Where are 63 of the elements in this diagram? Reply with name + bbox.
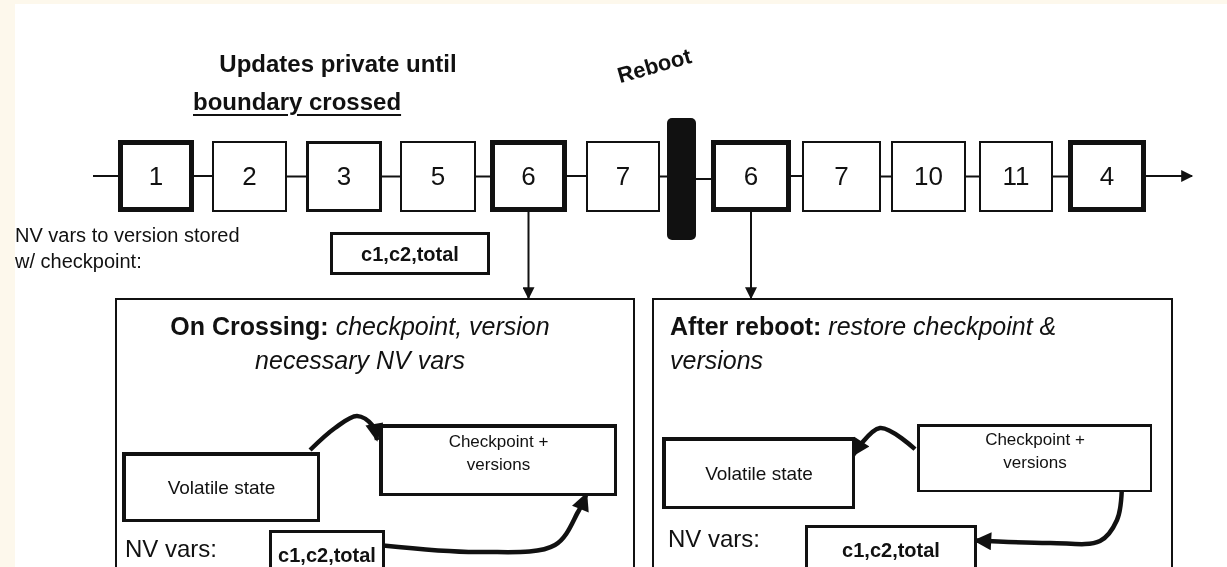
phase-panel bbox=[115, 298, 635, 567]
state-box bbox=[662, 437, 855, 509]
state-box bbox=[379, 424, 617, 496]
connector-line bbox=[92, 175, 119, 177]
step-number: 6 bbox=[743, 161, 759, 191]
connector-line bbox=[566, 175, 587, 177]
connector-line bbox=[880, 175, 892, 178]
step-number: 7 bbox=[834, 162, 849, 191]
arrow bbox=[1145, 170, 1194, 182]
box-label: c1,c2,total bbox=[361, 242, 459, 265]
variable-box bbox=[330, 232, 490, 275]
connector-line bbox=[659, 175, 668, 178]
panel-heading: After reboot: restore checkpoint & versions bbox=[670, 311, 1058, 376]
step-box bbox=[400, 141, 476, 212]
connector-line bbox=[381, 175, 401, 178]
step-number: 10 bbox=[914, 162, 943, 191]
phase-panel bbox=[652, 298, 1173, 567]
variable-box bbox=[269, 530, 385, 567]
reboot-bar bbox=[667, 118, 696, 240]
connector-line bbox=[790, 175, 803, 177]
box-label: c1,c2,total bbox=[842, 537, 940, 563]
connector-line bbox=[475, 175, 491, 178]
box-label: Volatile state bbox=[167, 475, 276, 500]
reboot-label: Reboot bbox=[614, 42, 695, 91]
arrow bbox=[308, 413, 384, 452]
step-number: 6 bbox=[521, 161, 536, 191]
step-box bbox=[118, 140, 194, 212]
step-number: 3 bbox=[336, 162, 352, 191]
box-label: Checkpoint + versions bbox=[447, 430, 550, 476]
variable-box bbox=[805, 525, 977, 567]
step-box bbox=[212, 141, 287, 212]
step-box bbox=[711, 140, 791, 212]
step-box bbox=[802, 141, 881, 212]
state-box bbox=[917, 424, 1152, 492]
note-text: NV vars to version stored w/ checkpoint: bbox=[15, 223, 241, 274]
step-box bbox=[586, 141, 660, 212]
connector-line bbox=[965, 175, 980, 178]
step-number: 7 bbox=[615, 162, 631, 191]
arrow bbox=[745, 211, 757, 300]
box-label: Volatile state bbox=[705, 461, 813, 486]
box-label: c1,c2,total bbox=[278, 542, 376, 567]
step-number: 11 bbox=[1002, 162, 1030, 191]
step-box bbox=[891, 141, 966, 212]
arrow bbox=[522, 211, 535, 300]
heading-text: boundary crossed bbox=[193, 87, 402, 117]
step-box bbox=[979, 141, 1053, 212]
connector-line bbox=[286, 175, 307, 178]
field-label: NV vars: bbox=[668, 524, 760, 554]
panel-heading: On Crossing: checkpoint, version necessary NV vars bbox=[169, 311, 551, 376]
connector-line bbox=[1052, 175, 1069, 178]
step-number: 1 bbox=[148, 161, 164, 191]
step-number: 4 bbox=[1099, 161, 1115, 191]
connector-line bbox=[695, 178, 712, 180]
step-box bbox=[490, 140, 567, 212]
box-label: Checkpoint + versions bbox=[984, 428, 1086, 474]
step-box bbox=[1068, 140, 1146, 212]
heading-text: Updates private until bbox=[218, 49, 458, 79]
state-box bbox=[122, 452, 320, 522]
step-number: 2 bbox=[242, 162, 257, 191]
step-number: 5 bbox=[430, 162, 446, 191]
step-box bbox=[306, 141, 382, 212]
field-label: NV vars: bbox=[125, 534, 217, 564]
connector-line bbox=[193, 175, 213, 177]
